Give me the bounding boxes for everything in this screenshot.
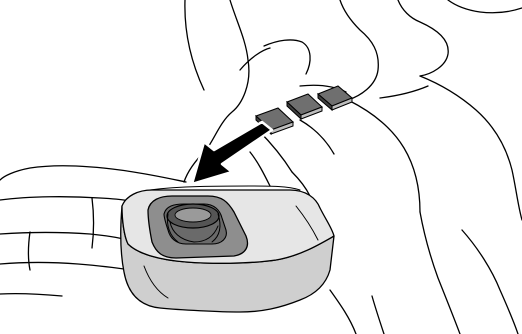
pull-down-arrow-icon [192, 122, 272, 184]
release-tab-2 [287, 94, 322, 119]
release-tab-1 [318, 86, 352, 110]
release-tabs [256, 86, 352, 134]
